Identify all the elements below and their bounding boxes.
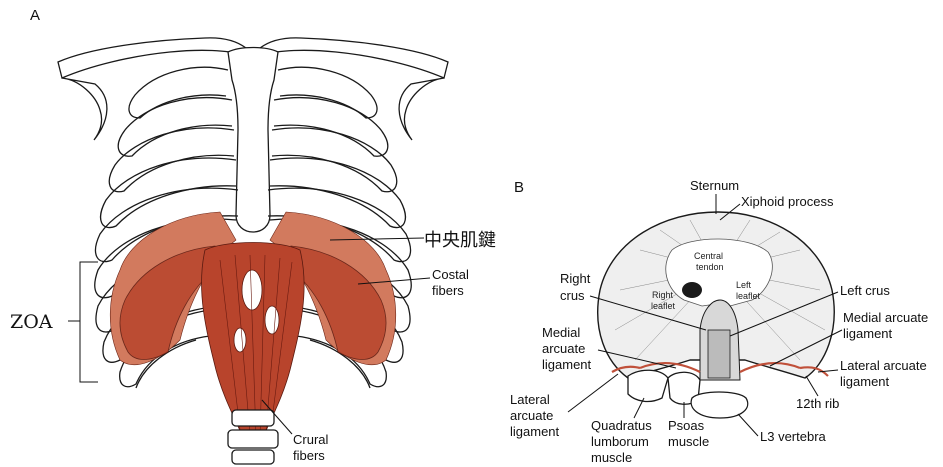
label-psoas-1: Psoas (668, 418, 705, 433)
label-medial-arcuate-r2: ligament (843, 326, 893, 341)
label-lateral-arcuate-r2: ligament (840, 374, 890, 389)
medial-arcuate-left-line (639, 361, 701, 373)
caval-opening (682, 282, 702, 298)
label-central-tendon-cn: 中央肌鍵 (424, 230, 496, 251)
leader-left-crus (729, 291, 839, 337)
label-lateral-arcuate-l3: ligament (510, 424, 560, 439)
label-left-leaflet-2: leaflet (736, 291, 761, 301)
label-sternum: Sternum (690, 178, 739, 193)
spine-a (227, 409, 279, 465)
diaphragm-crural (201, 242, 305, 441)
label-medial-arcuate-l2: arcuate (542, 341, 585, 356)
leader-quadratus (633, 397, 645, 419)
label-crural-line2: fibers (293, 448, 325, 463)
label-central-tendon-2: tendon (696, 262, 724, 272)
label-quadratus-1: Quadratus (591, 418, 652, 433)
label-right-leaflet-2: leaflet (651, 301, 676, 311)
quadratus-lumborum-b (627, 369, 669, 403)
leader-costal-fibers (357, 277, 431, 285)
leader-medial-arcuate-left (597, 349, 677, 369)
panel-a-letter: A (30, 7, 40, 24)
label-crural-line1: Crural (293, 432, 329, 447)
leader-lateral-arcuate-right (817, 369, 839, 373)
label-left-leaflet-1: Left (736, 280, 752, 290)
label-quadratus-3: muscle (591, 450, 632, 465)
label-zoa: ZOA (10, 311, 53, 333)
leader-medial-arcuate-right (769, 329, 843, 367)
label-lateral-arcuate-l1: Lateral (510, 392, 550, 407)
zoa-bracket (68, 261, 98, 383)
lateral-arcuate-left-line (611, 365, 641, 373)
label-costal-line2: fibers (432, 283, 464, 298)
label-medial-arcuate-l1: Medial (542, 325, 580, 340)
leader-xiphoid (719, 203, 741, 221)
label-left-crus: Left crus (840, 283, 890, 298)
aorta-b (707, 329, 731, 379)
medial-arcuate-right-line (739, 361, 801, 373)
leader-lateral-arcuate-left (567, 373, 619, 413)
label-quadratus-2: lumborum (591, 434, 649, 449)
leader-crural-fibers (261, 399, 293, 435)
label-medial-arcuate-l3: ligament (542, 357, 592, 372)
label-lateral-arcuate-l2: arcuate (510, 408, 553, 423)
label-right-crus-1: Right (560, 271, 591, 286)
label-xiphoid: Xiphoid process (741, 194, 834, 209)
label-central-tendon-1: Central (694, 251, 723, 261)
panel-a: A (10, 7, 496, 465)
lateral-arcuate-right-line (799, 366, 829, 377)
label-right-leaflet-1: Right (652, 290, 674, 300)
label-costal-line1: Costal (432, 267, 469, 282)
leader-right-crus (589, 295, 707, 331)
panel-b-letter: B (514, 179, 524, 196)
label-right-crus-2: crus (560, 288, 585, 303)
diaphragm-costal-right (269, 211, 397, 365)
panel-b: B Sternum Xiphoid process Central tendon… (510, 178, 928, 465)
label-medial-arcuate-r1: Medial arcuate (843, 310, 928, 325)
sternum-a (227, 46, 279, 233)
l3-vertebra-b (690, 391, 749, 419)
leader-l3 (737, 413, 759, 437)
label-lateral-arcuate-r1: Lateral arcuate (840, 358, 927, 373)
label-12th-rib: 12th rib (796, 396, 839, 411)
leader-central-tendon-a (329, 237, 425, 241)
leader-12th-rib (805, 375, 819, 397)
label-l3: L3 vertebra (760, 429, 827, 444)
label-psoas-2: muscle (668, 434, 709, 449)
